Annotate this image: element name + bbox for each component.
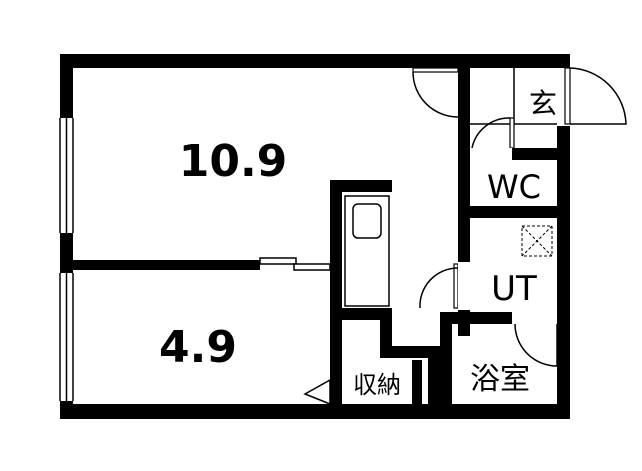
toilet-label: WC: [487, 168, 541, 206]
sliding-door-rooms: [259, 257, 331, 271]
wall-storage-east: [428, 346, 440, 404]
wall-storage-step-vertical: [380, 308, 392, 358]
main-room-label: 10.9: [179, 136, 288, 187]
ut-door-icon: [419, 262, 470, 310]
wall-bath-west: [440, 312, 452, 404]
storage-door-icon: [303, 378, 331, 406]
storage-pillar: [412, 360, 422, 404]
entrance-label: 玄: [529, 87, 557, 120]
wc-door-icon: [470, 117, 515, 160]
entrance-door-icon: [564, 67, 627, 125]
hall-door-icon: [412, 67, 459, 118]
wall-south: [60, 404, 570, 419]
second-room-label: 4.9: [159, 322, 237, 373]
window-west-lower: [59, 273, 74, 401]
utility-label: UT: [491, 269, 537, 309]
wall-between-rooms: [60, 260, 260, 270]
sink-icon: [352, 203, 382, 239]
wall-storage-west: [330, 308, 342, 404]
window-west-upper: [59, 118, 74, 233]
wall-east: [557, 54, 570, 419]
wall-wc-south: [470, 206, 557, 218]
washing-machine-icon: [521, 225, 553, 257]
wall-storage-north: [330, 308, 392, 320]
wall-storage-step: [380, 346, 440, 358]
kitchen-counter: [330, 180, 392, 308]
wall-north: [60, 54, 570, 68]
storage-label: 収納: [353, 371, 401, 399]
bath-door-icon: [512, 312, 558, 367]
bathroom-label: 浴室: [470, 362, 530, 397]
